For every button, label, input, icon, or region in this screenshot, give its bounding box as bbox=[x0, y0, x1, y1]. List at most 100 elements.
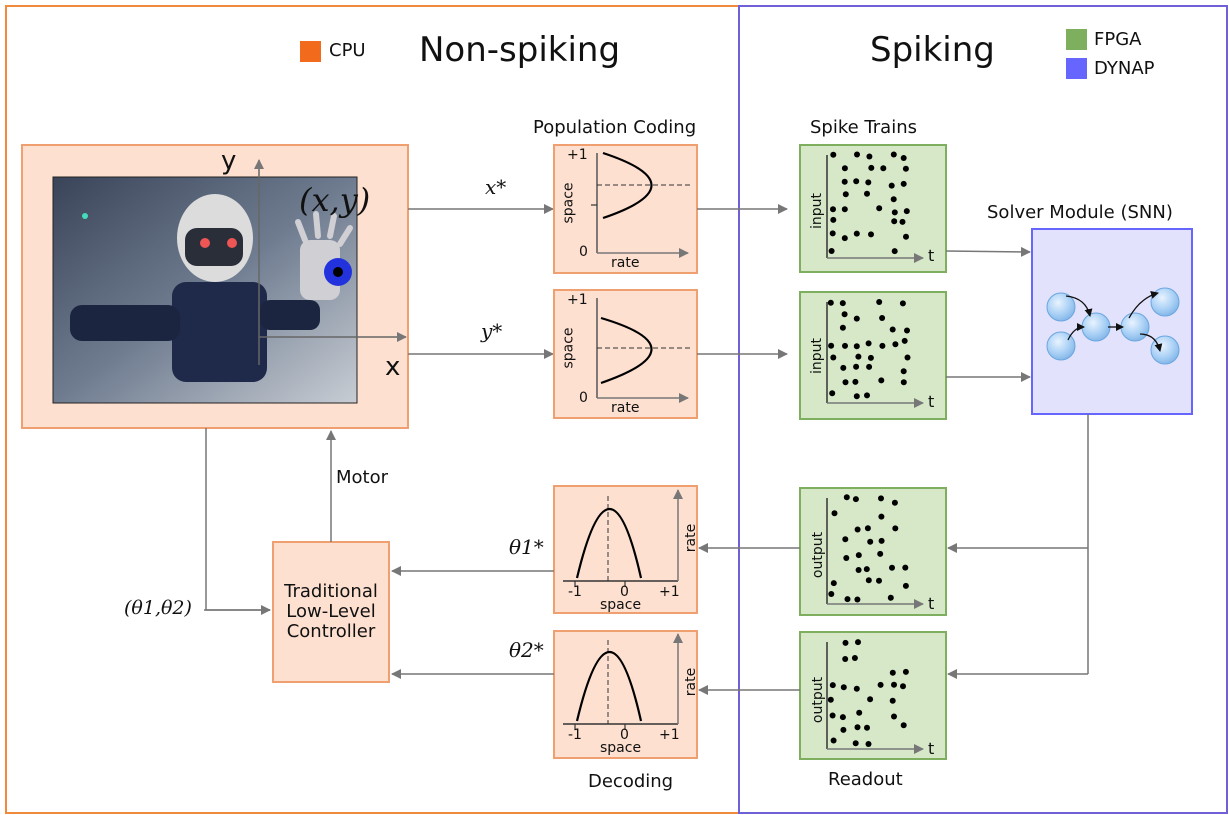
spike-dot bbox=[841, 178, 848, 185]
spike-dot bbox=[852, 496, 859, 503]
spike-dot bbox=[899, 300, 906, 307]
motor-label: Motor bbox=[336, 467, 389, 488]
robot-photo bbox=[52, 176, 358, 404]
spike-dot bbox=[840, 684, 847, 691]
fpga-legend-label: FPGA bbox=[1094, 29, 1142, 50]
readout-title: Readout bbox=[828, 769, 903, 790]
spike-dot bbox=[867, 354, 874, 361]
spike-dot bbox=[904, 327, 910, 334]
spike-dot bbox=[843, 494, 850, 501]
spike-dot bbox=[891, 713, 897, 720]
readout-dots-2 bbox=[827, 639, 909, 747]
cpu-legend-swatch bbox=[300, 41, 321, 62]
solver-module-box bbox=[1031, 228, 1193, 415]
spike-dot bbox=[831, 510, 838, 517]
decoding-curve-2 bbox=[575, 651, 643, 722]
spike-dot bbox=[877, 681, 884, 688]
dec1-x-left: -1 bbox=[568, 584, 582, 600]
spike-dot bbox=[853, 343, 860, 350]
dec2-ylabel: rate bbox=[683, 667, 700, 697]
spike-dot bbox=[853, 363, 860, 370]
spike-dot bbox=[900, 722, 907, 729]
spike-dot bbox=[852, 378, 859, 385]
spike-dot bbox=[891, 681, 897, 688]
dec1-x-mid: 0 bbox=[620, 584, 629, 600]
spike-dot bbox=[865, 340, 872, 347]
readout2-ylabel: output bbox=[810, 676, 827, 724]
controller-line-3: Controller bbox=[286, 621, 376, 643]
theta-input-label: (θ1,θ2) bbox=[124, 597, 192, 619]
spike-dot bbox=[878, 513, 885, 520]
spike-dot bbox=[864, 724, 870, 731]
spike-dot bbox=[854, 596, 861, 603]
spike-dot bbox=[889, 697, 896, 704]
spike2-xlabel: t bbox=[928, 392, 935, 411]
spike-dot bbox=[892, 525, 899, 532]
dec1-xlabel: space bbox=[600, 597, 642, 613]
theta1-star-label: θ1* bbox=[509, 535, 544, 559]
arrow-spikes1-to-solver bbox=[945, 246, 1031, 257]
spike-dot bbox=[890, 196, 897, 203]
spike-dot bbox=[841, 235, 848, 242]
spike-dot bbox=[855, 567, 862, 573]
spike-dot bbox=[839, 714, 846, 721]
spike-dot bbox=[852, 740, 859, 747]
spike-dot bbox=[830, 151, 837, 158]
spike-dot bbox=[841, 311, 848, 318]
feedback-line bbox=[205, 428, 271, 615]
x-star-label: x* bbox=[485, 175, 507, 199]
spiking-section bbox=[738, 5, 1228, 814]
pop1-ylabel: space bbox=[560, 182, 577, 224]
spike-dot bbox=[900, 155, 907, 161]
spike-dot bbox=[889, 564, 895, 571]
spike-trains-title: Spike Trains bbox=[810, 117, 917, 138]
spike-dot bbox=[854, 724, 861, 731]
spike-dot bbox=[900, 368, 907, 375]
pop1-y-bottom: 0 bbox=[579, 244, 588, 260]
spike-dot bbox=[856, 709, 863, 716]
pop2-y-top: +1 bbox=[567, 292, 588, 308]
spike-dot bbox=[828, 342, 835, 349]
spike-dot bbox=[902, 165, 909, 172]
spike-dot bbox=[855, 552, 862, 559]
pop2-ylabel: space bbox=[560, 327, 577, 369]
spike-dot bbox=[842, 342, 848, 349]
readout1-ylabel: output bbox=[810, 531, 827, 579]
spike-dot bbox=[866, 363, 873, 370]
spike-dot bbox=[868, 231, 874, 238]
spike-dot bbox=[891, 248, 898, 255]
spike-dot bbox=[867, 538, 874, 545]
controller-box bbox=[272, 541, 390, 683]
spike-dot bbox=[851, 655, 858, 661]
spiking-title: Spiking bbox=[870, 30, 995, 70]
spike-dot bbox=[902, 582, 909, 589]
spike-dot bbox=[842, 639, 849, 646]
spike-dot bbox=[829, 230, 836, 237]
dec1-ylabel: rate bbox=[683, 523, 700, 553]
fpga-legend-swatch bbox=[1066, 29, 1087, 50]
spike-dot bbox=[828, 248, 835, 254]
spike-dot bbox=[830, 737, 837, 744]
spike-dot bbox=[892, 341, 899, 348]
spike-dot bbox=[891, 218, 898, 225]
spike-dot bbox=[876, 577, 882, 584]
spike-dot bbox=[866, 153, 873, 160]
spike-dot bbox=[841, 206, 848, 213]
dynap-legend-swatch bbox=[1066, 58, 1087, 79]
spike-dot bbox=[902, 668, 909, 675]
spike-dot bbox=[830, 580, 837, 587]
pop1-xlabel: rate bbox=[611, 255, 640, 271]
spike-dot bbox=[853, 178, 860, 185]
population-coding-plot-1 bbox=[553, 144, 698, 274]
spike-dot bbox=[839, 300, 846, 307]
decoding-curve-1 bbox=[575, 508, 643, 579]
spike-dot bbox=[901, 337, 908, 344]
spike-dot bbox=[830, 354, 837, 361]
population-coding-title: Population Coding bbox=[533, 117, 697, 138]
spike-dot bbox=[842, 536, 849, 543]
population-curve-2 bbox=[600, 316, 653, 385]
controller-label: Traditional Low-Level Controller bbox=[273, 542, 389, 682]
dec1-x-right: +1 bbox=[659, 584, 680, 600]
solver-title: Solver Module (SNN) bbox=[987, 202, 1173, 223]
